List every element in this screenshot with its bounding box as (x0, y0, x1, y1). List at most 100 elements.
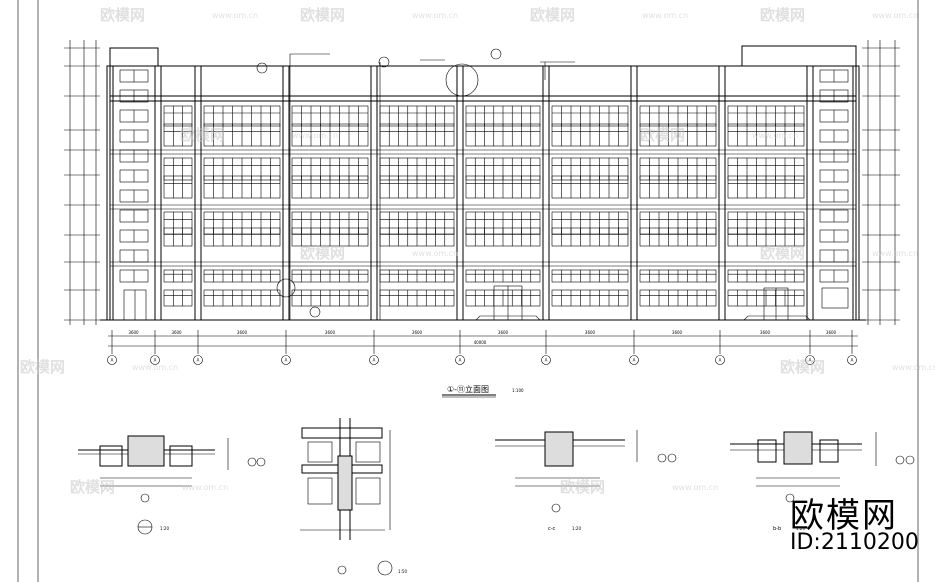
right-level-dimensions (867, 40, 896, 325)
watermark-brand: 欧模网 (760, 244, 805, 262)
axis-label: A (459, 358, 462, 363)
watermark-brand: 欧模网 (300, 6, 345, 24)
elevation-title: ①-⑪立面图 (447, 384, 489, 394)
axis-bubble (107, 355, 117, 365)
axis-label: A (719, 358, 722, 363)
axis-label: A (285, 358, 288, 363)
watermark-site: www.om.cn (132, 363, 178, 372)
axis-bubble (715, 355, 725, 365)
pilaster (718, 65, 726, 321)
window (163, 227, 193, 247)
window (163, 105, 193, 127)
window (163, 123, 193, 147)
axis-bubble (369, 355, 379, 365)
left-level-ticks (64, 47, 100, 321)
watermark-brand: 欧模网 (70, 478, 115, 496)
detail-3-label: c-c (548, 526, 556, 532)
axis-label: A (633, 358, 636, 363)
detail-1: 1:20 (78, 435, 266, 535)
window (163, 157, 193, 181)
axis-label: A (154, 358, 157, 363)
axis-label: A (809, 358, 812, 363)
watermark-brand: 欧模网 (640, 126, 685, 144)
watermark-brand: 欧模网 (760, 6, 805, 24)
watermark-site: www.om.cn (672, 483, 718, 492)
left-level-dimensions (69, 40, 97, 325)
window (163, 175, 193, 199)
watermark-layer: 欧模网 www.om.cn 欧模网 www.om.cn 欧模网 www.om.cn 欧模网 w… (20, 6, 935, 496)
axis-bubble (805, 355, 815, 365)
watermark-site: www.om.cn (292, 131, 338, 140)
axis-label: A (111, 358, 114, 363)
watermark-site: www.om.cn (642, 11, 688, 20)
pilaster (630, 65, 638, 321)
axis-dimension-line (108, 335, 858, 347)
watermark-site: www.om.cn (892, 363, 935, 372)
bay-dimension: 3600 (237, 330, 248, 335)
watermark-site: www.om.cn (872, 249, 918, 258)
pilaster (456, 65, 464, 321)
watermark-brand: 欧模网 (180, 126, 225, 144)
watermark-brand: 欧模网 (100, 6, 145, 24)
watermark-brand: 欧模网 (20, 358, 65, 376)
detail-3-scale: 1:20 (572, 526, 581, 531)
axis-bubble (847, 355, 857, 365)
watermark-brand: 欧模网 (560, 478, 605, 496)
detail-4-scale: 1:20 (796, 526, 805, 531)
axis-bubble (455, 355, 465, 365)
bay-dimension: 3600 (826, 330, 837, 335)
watermark-site: www.om.cn (212, 11, 258, 20)
axis-label: A (851, 358, 854, 363)
pilaster (282, 65, 290, 321)
pilaster (852, 65, 860, 321)
pilaster (806, 65, 814, 321)
watermark-site: www.om.cn (752, 131, 798, 140)
axis-bubble (281, 355, 291, 365)
detail-2-scale: 1:50 (398, 569, 407, 574)
pilaster (106, 65, 114, 321)
pilasters (106, 65, 860, 321)
window-grid (163, 105, 805, 307)
axis-bubble (150, 355, 160, 365)
bay-dimension: 3600 (325, 330, 336, 335)
entrances (123, 285, 849, 321)
bay-dimension: 3600 (672, 330, 683, 335)
window (163, 269, 193, 283)
brand-logo-text: 欧模网 (790, 496, 898, 536)
detail-3: c-c 1:20 (495, 430, 677, 532)
elevation-scale: 1:100 (512, 388, 524, 393)
total-dimension: 40000 (474, 340, 487, 345)
watermark-site: www.om.cn (182, 483, 228, 492)
bay-dimension: 3600 (128, 330, 139, 335)
detail-4-label: b-b (773, 526, 781, 532)
pilaster (370, 65, 378, 321)
watermark-brand: 欧模网 (300, 244, 345, 262)
window (163, 211, 193, 235)
detail-1-scale: 1:20 (160, 526, 169, 531)
building-elevation (100, 45, 866, 321)
axis-label: A (197, 358, 200, 363)
pilaster (542, 65, 550, 321)
bay-dimension: 3600 (760, 330, 771, 335)
pilaster (154, 65, 162, 321)
bay-dimension: 3600 (412, 330, 423, 335)
stair-windows (119, 69, 849, 283)
axis-label: A (545, 358, 548, 363)
window (163, 289, 193, 307)
pilaster (194, 65, 202, 321)
detail-4: b-b 1:20 (730, 431, 915, 532)
bay-dimension: 3600 (171, 330, 182, 335)
bay-dimension: 3600 (498, 330, 509, 335)
watermark-brand: 欧模网 (780, 358, 825, 376)
watermark-site: www.om.cn (412, 11, 458, 20)
detail-2: 1:50 (300, 418, 407, 576)
floor-bands (110, 149, 856, 267)
axis-bubble (541, 355, 551, 365)
watermark-site: www.om.cn (412, 249, 458, 258)
bay-dimension: 3600 (585, 330, 596, 335)
axis-label: A (373, 358, 376, 363)
axis-bubble (629, 355, 639, 365)
